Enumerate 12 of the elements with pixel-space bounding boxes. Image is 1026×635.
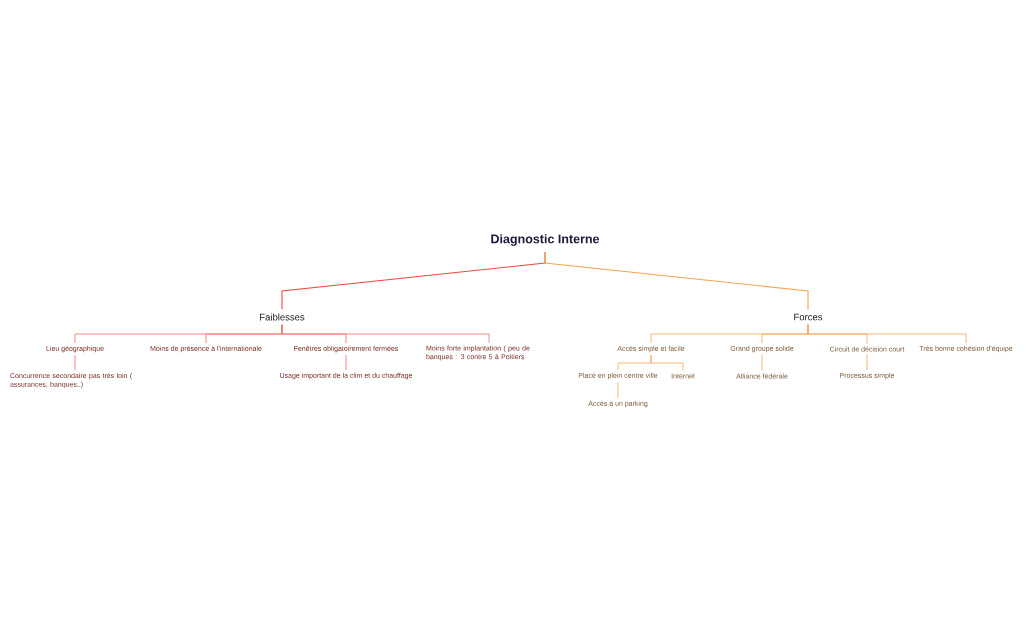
connector-line xyxy=(544,251,809,311)
connector-line xyxy=(281,324,490,344)
connector-line xyxy=(761,354,763,372)
connector-line xyxy=(866,353,868,371)
connector-line xyxy=(617,381,619,399)
connector-line xyxy=(650,354,684,372)
connector-line xyxy=(345,354,347,371)
branch-topic: Forces xyxy=(794,313,823,321)
connector-line xyxy=(807,324,967,344)
central-topic: Diagnostic Interne xyxy=(491,234,600,246)
branch-topic: Faiblesses xyxy=(260,313,305,321)
connector-line xyxy=(74,354,76,371)
